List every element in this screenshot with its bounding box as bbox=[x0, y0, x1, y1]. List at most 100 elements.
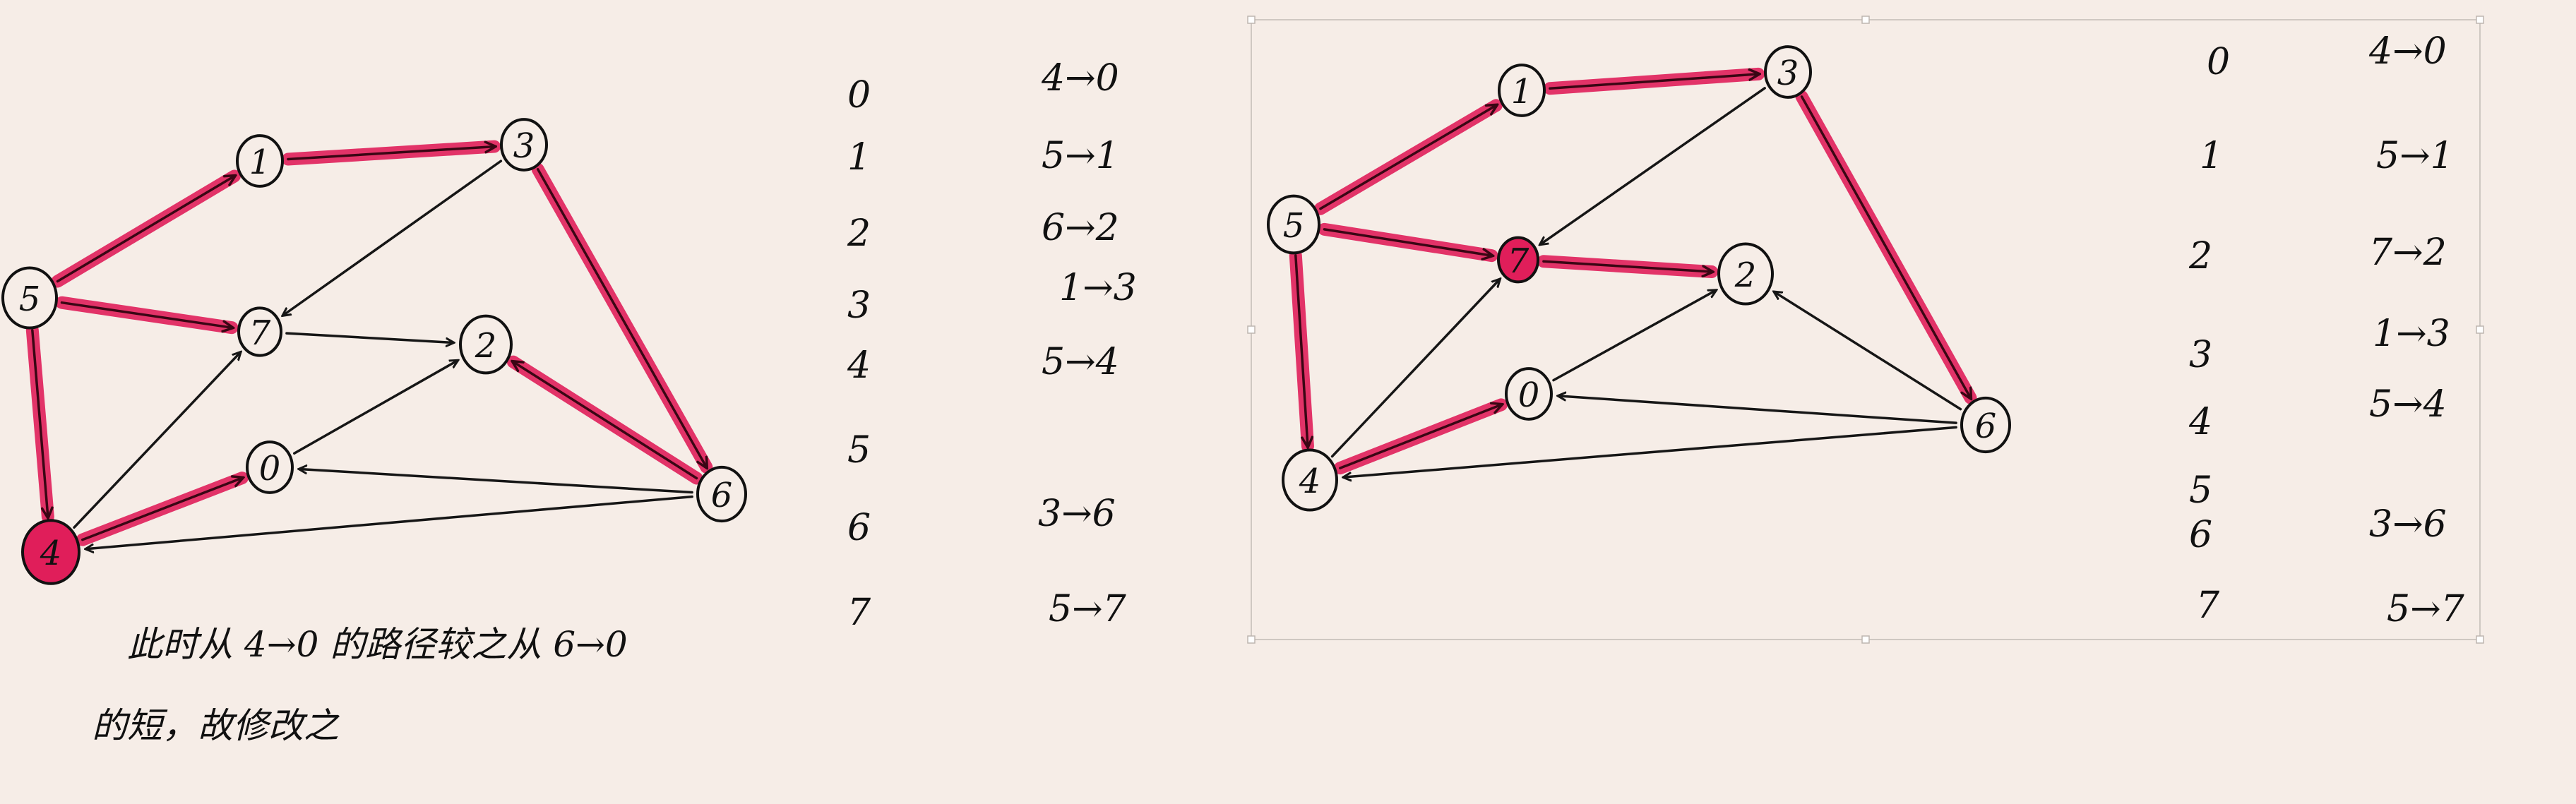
graph-node-0: 0 bbox=[1505, 367, 1553, 421]
right-table-path: 5→1 bbox=[2376, 135, 2454, 177]
graph-edge-n3-n7 bbox=[1540, 87, 1766, 244]
right-table-path: 1→3 bbox=[2373, 313, 2450, 355]
graph-edge-n4-n7 bbox=[73, 352, 240, 529]
left-table-path: 5→7 bbox=[1049, 588, 1127, 630]
right-table-path: 3→6 bbox=[2369, 503, 2447, 546]
node-circle bbox=[1960, 396, 2011, 454]
node-label: 4 bbox=[40, 534, 62, 573]
graph-node-7: 7 bbox=[1497, 236, 1539, 284]
graph-edge-n6-n4 bbox=[1344, 426, 1957, 477]
left-table-vertex: 5 bbox=[847, 429, 871, 472]
left-table-vertex: 4 bbox=[847, 344, 871, 387]
right-table-vertex: 6 bbox=[2189, 514, 2212, 556]
graph-edge-n6-n0 bbox=[299, 469, 693, 494]
graph-edge-n6-n2 bbox=[1775, 292, 1962, 411]
left-table-path: 6→2 bbox=[1042, 207, 1119, 249]
left-path-table: 0 4→0 1 5→1 2 6→2 3 1→3 4 5→4 5 6 3→6 7 … bbox=[847, 57, 1137, 634]
shortest-path-edge-core-n5-n7 bbox=[1323, 228, 1491, 256]
node-label: 3 bbox=[513, 126, 535, 166]
graph-node-6: 6 bbox=[1960, 396, 2011, 454]
graph-edge-n7-n2 bbox=[285, 332, 453, 342]
node-label: 3 bbox=[1777, 54, 1799, 93]
left-table-path: 3→6 bbox=[1038, 493, 1116, 535]
left-table-vertex: 3 bbox=[847, 284, 871, 327]
node-label: 5 bbox=[19, 280, 41, 319]
left-table-path: 5→4 bbox=[1042, 341, 1119, 383]
graph-edge-n4-n7 bbox=[1330, 280, 1500, 458]
node-label: 0 bbox=[1518, 376, 1540, 415]
left-table-vertex: 7 bbox=[847, 592, 871, 634]
left-table-vertex: 0 bbox=[847, 74, 871, 116]
graph-node-7: 7 bbox=[237, 306, 282, 357]
right-table-vertex: 4 bbox=[2188, 401, 2212, 443]
edges-layer bbox=[25, 67, 1977, 549]
left-table-path: 5→1 bbox=[1042, 135, 1119, 177]
node-circle bbox=[21, 519, 80, 585]
graph-node-2: 2 bbox=[1717, 242, 1774, 306]
node-circle bbox=[696, 465, 747, 523]
node-label: 6 bbox=[1975, 407, 1997, 446]
left-table-vertex: 2 bbox=[847, 212, 871, 255]
right-table-path: 5→7 bbox=[2387, 588, 2465, 630]
node-circle bbox=[1498, 64, 1546, 117]
shortest-path-edge-core-n5-n7 bbox=[60, 301, 232, 328]
shortest-path-edge-core-n1-n3 bbox=[1549, 74, 1758, 90]
right-table-path: 5→4 bbox=[2369, 383, 2447, 426]
node-label: 1 bbox=[1511, 72, 1533, 112]
shortest-path-edge-core-n5-n1 bbox=[1319, 105, 1496, 210]
shortest-path-edge-core-n7-n2 bbox=[1542, 260, 1712, 272]
shortest-path-edge-core-n3-n6 bbox=[536, 168, 707, 467]
left-table-path: 1→3 bbox=[1059, 267, 1137, 309]
graph-edge-n6-n0 bbox=[1558, 396, 1957, 424]
left-table-vertex: 1 bbox=[847, 136, 871, 179]
graph-node-2: 2 bbox=[459, 314, 513, 375]
node-circle bbox=[1717, 242, 1774, 306]
node-circle bbox=[1, 266, 58, 330]
right-table-vertex: 3 bbox=[2189, 334, 2212, 376]
node-label: 1 bbox=[249, 143, 271, 182]
shortest-path-edge-core-n5-n4 bbox=[1294, 254, 1308, 446]
node-circle bbox=[459, 314, 513, 375]
node-label: 4 bbox=[1299, 462, 1321, 501]
graph-node-3: 3 bbox=[500, 118, 548, 172]
node-label: 5 bbox=[1283, 206, 1305, 246]
left-table-path: 4→0 bbox=[1041, 57, 1119, 100]
graph-node-4: 4 bbox=[1282, 448, 1338, 512]
graph-edge-n0-n2 bbox=[1552, 290, 1716, 382]
graph-node-0: 0 bbox=[246, 440, 294, 494]
graph-node-6: 6 bbox=[696, 465, 747, 523]
shortest-path-edge-core-n1-n3 bbox=[287, 147, 494, 161]
right-table-vertex: 5 bbox=[2189, 469, 2212, 512]
shortest-path-edge-core-n4-n0 bbox=[1339, 404, 1501, 469]
node-circle bbox=[1764, 45, 1812, 99]
left-note: 此时从 4→0 的路径较之从 6→0 的短，故修改之 bbox=[92, 624, 628, 746]
right-table-vertex: 2 bbox=[2188, 235, 2212, 277]
node-circle bbox=[1505, 367, 1553, 421]
node-label: 0 bbox=[259, 449, 281, 488]
graph-edge-n0-n2 bbox=[293, 361, 458, 455]
shortest-path-edge-core-n6-n2 bbox=[513, 362, 698, 480]
node-label: 2 bbox=[1734, 256, 1757, 295]
right-path-table: 0 4→0 1 5→1 2 7→2 3 1→3 4 5→4 5 6 3→6 7 … bbox=[2188, 30, 2465, 630]
left-table-vertex: 6 bbox=[847, 507, 871, 549]
shortest-path-edge-core-n3-n6 bbox=[1800, 95, 1971, 398]
node-label: 6 bbox=[711, 476, 733, 515]
node-label: 2 bbox=[475, 326, 497, 366]
note-line-1: 此时从 4→0 的路径较之从 6→0 bbox=[127, 624, 628, 665]
node-circle bbox=[246, 440, 294, 494]
right-table-path: 7→2 bbox=[2369, 232, 2447, 274]
graph-node-3: 3 bbox=[1764, 45, 1812, 99]
graph-node-1: 1 bbox=[1498, 64, 1546, 117]
right-table-path: 4→0 bbox=[2368, 30, 2447, 73]
node-circle bbox=[1282, 448, 1338, 512]
graph-edge-n6-n4 bbox=[86, 495, 693, 549]
node-circle bbox=[236, 134, 284, 188]
right-table-vertex: 0 bbox=[2207, 41, 2230, 83]
graph-node-4: 4 bbox=[21, 519, 80, 585]
node-label: 7 bbox=[249, 313, 271, 353]
shortest-path-edge-core-n5-n4 bbox=[31, 329, 48, 517]
nodes-layer: 5 1 3 7 2 0 6 4 5 1 3 7 2 0 6 4 bbox=[1, 45, 2011, 585]
graph-node-1: 1 bbox=[236, 134, 284, 188]
node-label: 7 bbox=[1508, 241, 1530, 281]
